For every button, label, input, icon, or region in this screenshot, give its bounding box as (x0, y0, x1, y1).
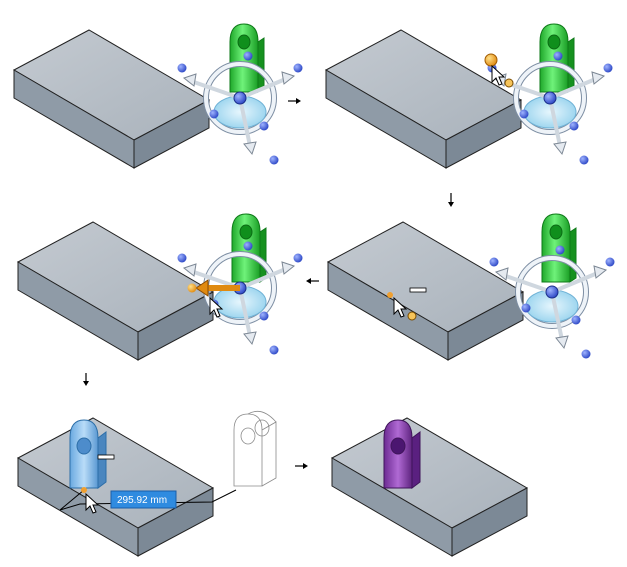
purple-part (383, 419, 421, 489)
arrow-down-icon (83, 373, 89, 386)
arrow-left-icon (306, 278, 319, 284)
edge-marker (97, 454, 115, 460)
panel-step-4 (17, 213, 303, 361)
blue-part (69, 419, 107, 489)
panel-step-1 (13, 23, 303, 169)
arrow-right-icon (287, 97, 302, 105)
arrow-down-icon (448, 193, 454, 207)
pointer-hand-icon (504, 78, 514, 88)
drag-axis-arrow[interactable] (187, 279, 241, 297)
snap-point (387, 292, 393, 298)
panel-step-3 (327, 213, 615, 360)
wireframe-preview (233, 410, 277, 487)
panel-step-6 (331, 417, 528, 557)
selected-handle[interactable] (484, 53, 498, 67)
dimension-value[interactable]: 295.92 mm (117, 495, 167, 506)
edge-marker (409, 287, 427, 293)
snap-point (81, 487, 87, 493)
arrow-right-icon (294, 462, 309, 470)
panel-step-2 (325, 23, 613, 169)
pointer-hand-icon (407, 311, 417, 321)
dimension-input[interactable]: 295.92 mm (110, 490, 177, 509)
dimension-leader (59, 489, 237, 511)
panel-step-5: 295.92 mm (17, 410, 277, 557)
